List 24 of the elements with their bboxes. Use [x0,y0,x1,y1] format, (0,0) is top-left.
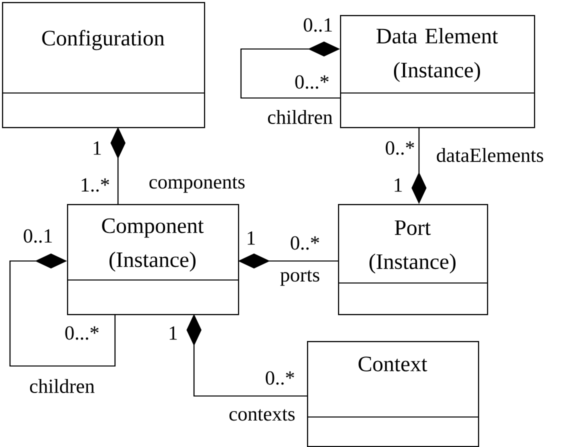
role-name: components [149,177,245,193]
multiplicity: 0..1 [304,18,332,32]
multiplicity: 1 [394,178,402,192]
class-box: Component (Instance) [67,204,240,316]
multiplicity: 1..* [82,178,110,192]
multiplicity: 0..1 [24,229,52,243]
multiplicity: 1 [94,141,101,155]
class-box: Data Element (Instance) [340,15,536,128]
role-name: ports [280,270,320,286]
multiplicity: 1 [170,326,177,340]
multiplicity: 0..* [386,141,414,155]
role-name: children [268,110,332,124]
multiplicity: 0..* [290,236,320,250]
composition-line [240,42,340,99]
composition-line [9,254,116,367]
class-box: Port (Instance) [338,204,488,316]
role-name: dataElements [436,148,544,162]
role-name: children [30,378,94,394]
multiplicity: 0...* [65,326,99,340]
multiplicity: 0...* [295,75,329,89]
class-box: Configuration [2,2,206,128]
class-box: Context [307,341,480,447]
multiplicity: 0..* [266,371,294,385]
role-name: contexts [229,409,295,421]
